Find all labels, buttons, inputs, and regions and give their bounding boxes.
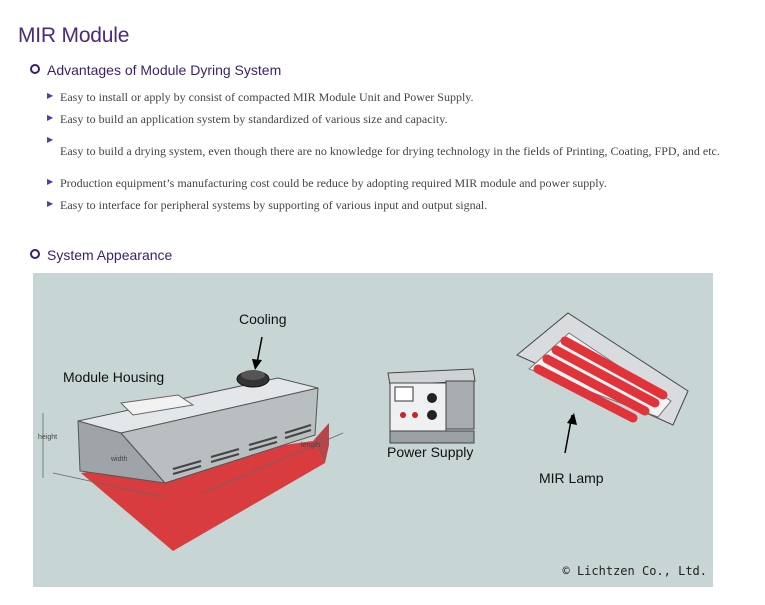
housing-side bbox=[120, 387, 319, 484]
copyright-notice: © Lichtzen Co., Ltd. bbox=[562, 564, 708, 578]
list-item-text: Easy to install or apply by consist of c… bbox=[60, 90, 474, 104]
housing-vents bbox=[172, 424, 312, 475]
width-label: width bbox=[111, 456, 128, 463]
system-illustration bbox=[42, 312, 689, 551]
list-item: ▶ Easy to install or apply by consist of… bbox=[47, 90, 607, 112]
list-item: ▶ Easy to build a drying system, even th… bbox=[47, 134, 720, 176]
list-item: ▶ Production equipment’s manufacturing c… bbox=[47, 176, 607, 198]
arrow-right-icon: ▶ bbox=[47, 177, 54, 186]
page-title: MIR Module bbox=[18, 24, 130, 48]
circle-bullet-icon bbox=[30, 249, 40, 259]
appearance-heading-text: System Appearance bbox=[47, 247, 173, 263]
list-item-text: Easy to build a drying system, even thou… bbox=[60, 144, 720, 158]
list-item-text: Easy to interface for peripheral systems… bbox=[60, 198, 488, 212]
radiation-beam-side bbox=[313, 423, 329, 463]
advantages-list: ▶ Easy to install or apply by consist of… bbox=[47, 90, 720, 220]
power-supply-unit bbox=[387, 368, 476, 444]
dimension-lines bbox=[42, 413, 344, 498]
advantages-heading-text: Advantages of Module Dyring System bbox=[47, 62, 282, 78]
list-item: ▶ Easy to build an application system by… bbox=[47, 112, 607, 134]
height-label: height bbox=[38, 434, 58, 441]
mir-lamp-label: MIR Lamp bbox=[539, 470, 604, 486]
circle-bullet-icon bbox=[30, 64, 40, 74]
list-item: ▶ Easy to interface for peripheral syste… bbox=[47, 198, 607, 220]
cooling-arrow bbox=[252, 359, 262, 370]
length-label: length bbox=[301, 442, 321, 449]
mir-lamp-arrow bbox=[567, 413, 577, 425]
appearance-heading: System Appearance bbox=[30, 247, 172, 263]
cooling-label: Cooling bbox=[239, 311, 287, 327]
module-housing-label: Module Housing bbox=[63, 369, 165, 385]
list-item-text: Easy to build an application system by s… bbox=[60, 112, 448, 126]
arrow-right-icon: ▶ bbox=[47, 199, 54, 208]
list-item-text: Production equipment’s manufacturing cos… bbox=[60, 176, 607, 190]
system-appearance-figure: Cooling Module Housing height width leng… bbox=[33, 273, 713, 587]
power-supply-label: Power Supply bbox=[387, 444, 474, 460]
mir-lamp-unit bbox=[516, 312, 689, 454]
arrow-right-icon: ▶ bbox=[47, 135, 54, 144]
arrow-right-icon: ▶ bbox=[47, 91, 54, 100]
housing-top-plate bbox=[119, 394, 195, 416]
advantages-heading: Advantages of Module Dyring System bbox=[30, 62, 281, 78]
arrow-right-icon: ▶ bbox=[47, 113, 54, 122]
